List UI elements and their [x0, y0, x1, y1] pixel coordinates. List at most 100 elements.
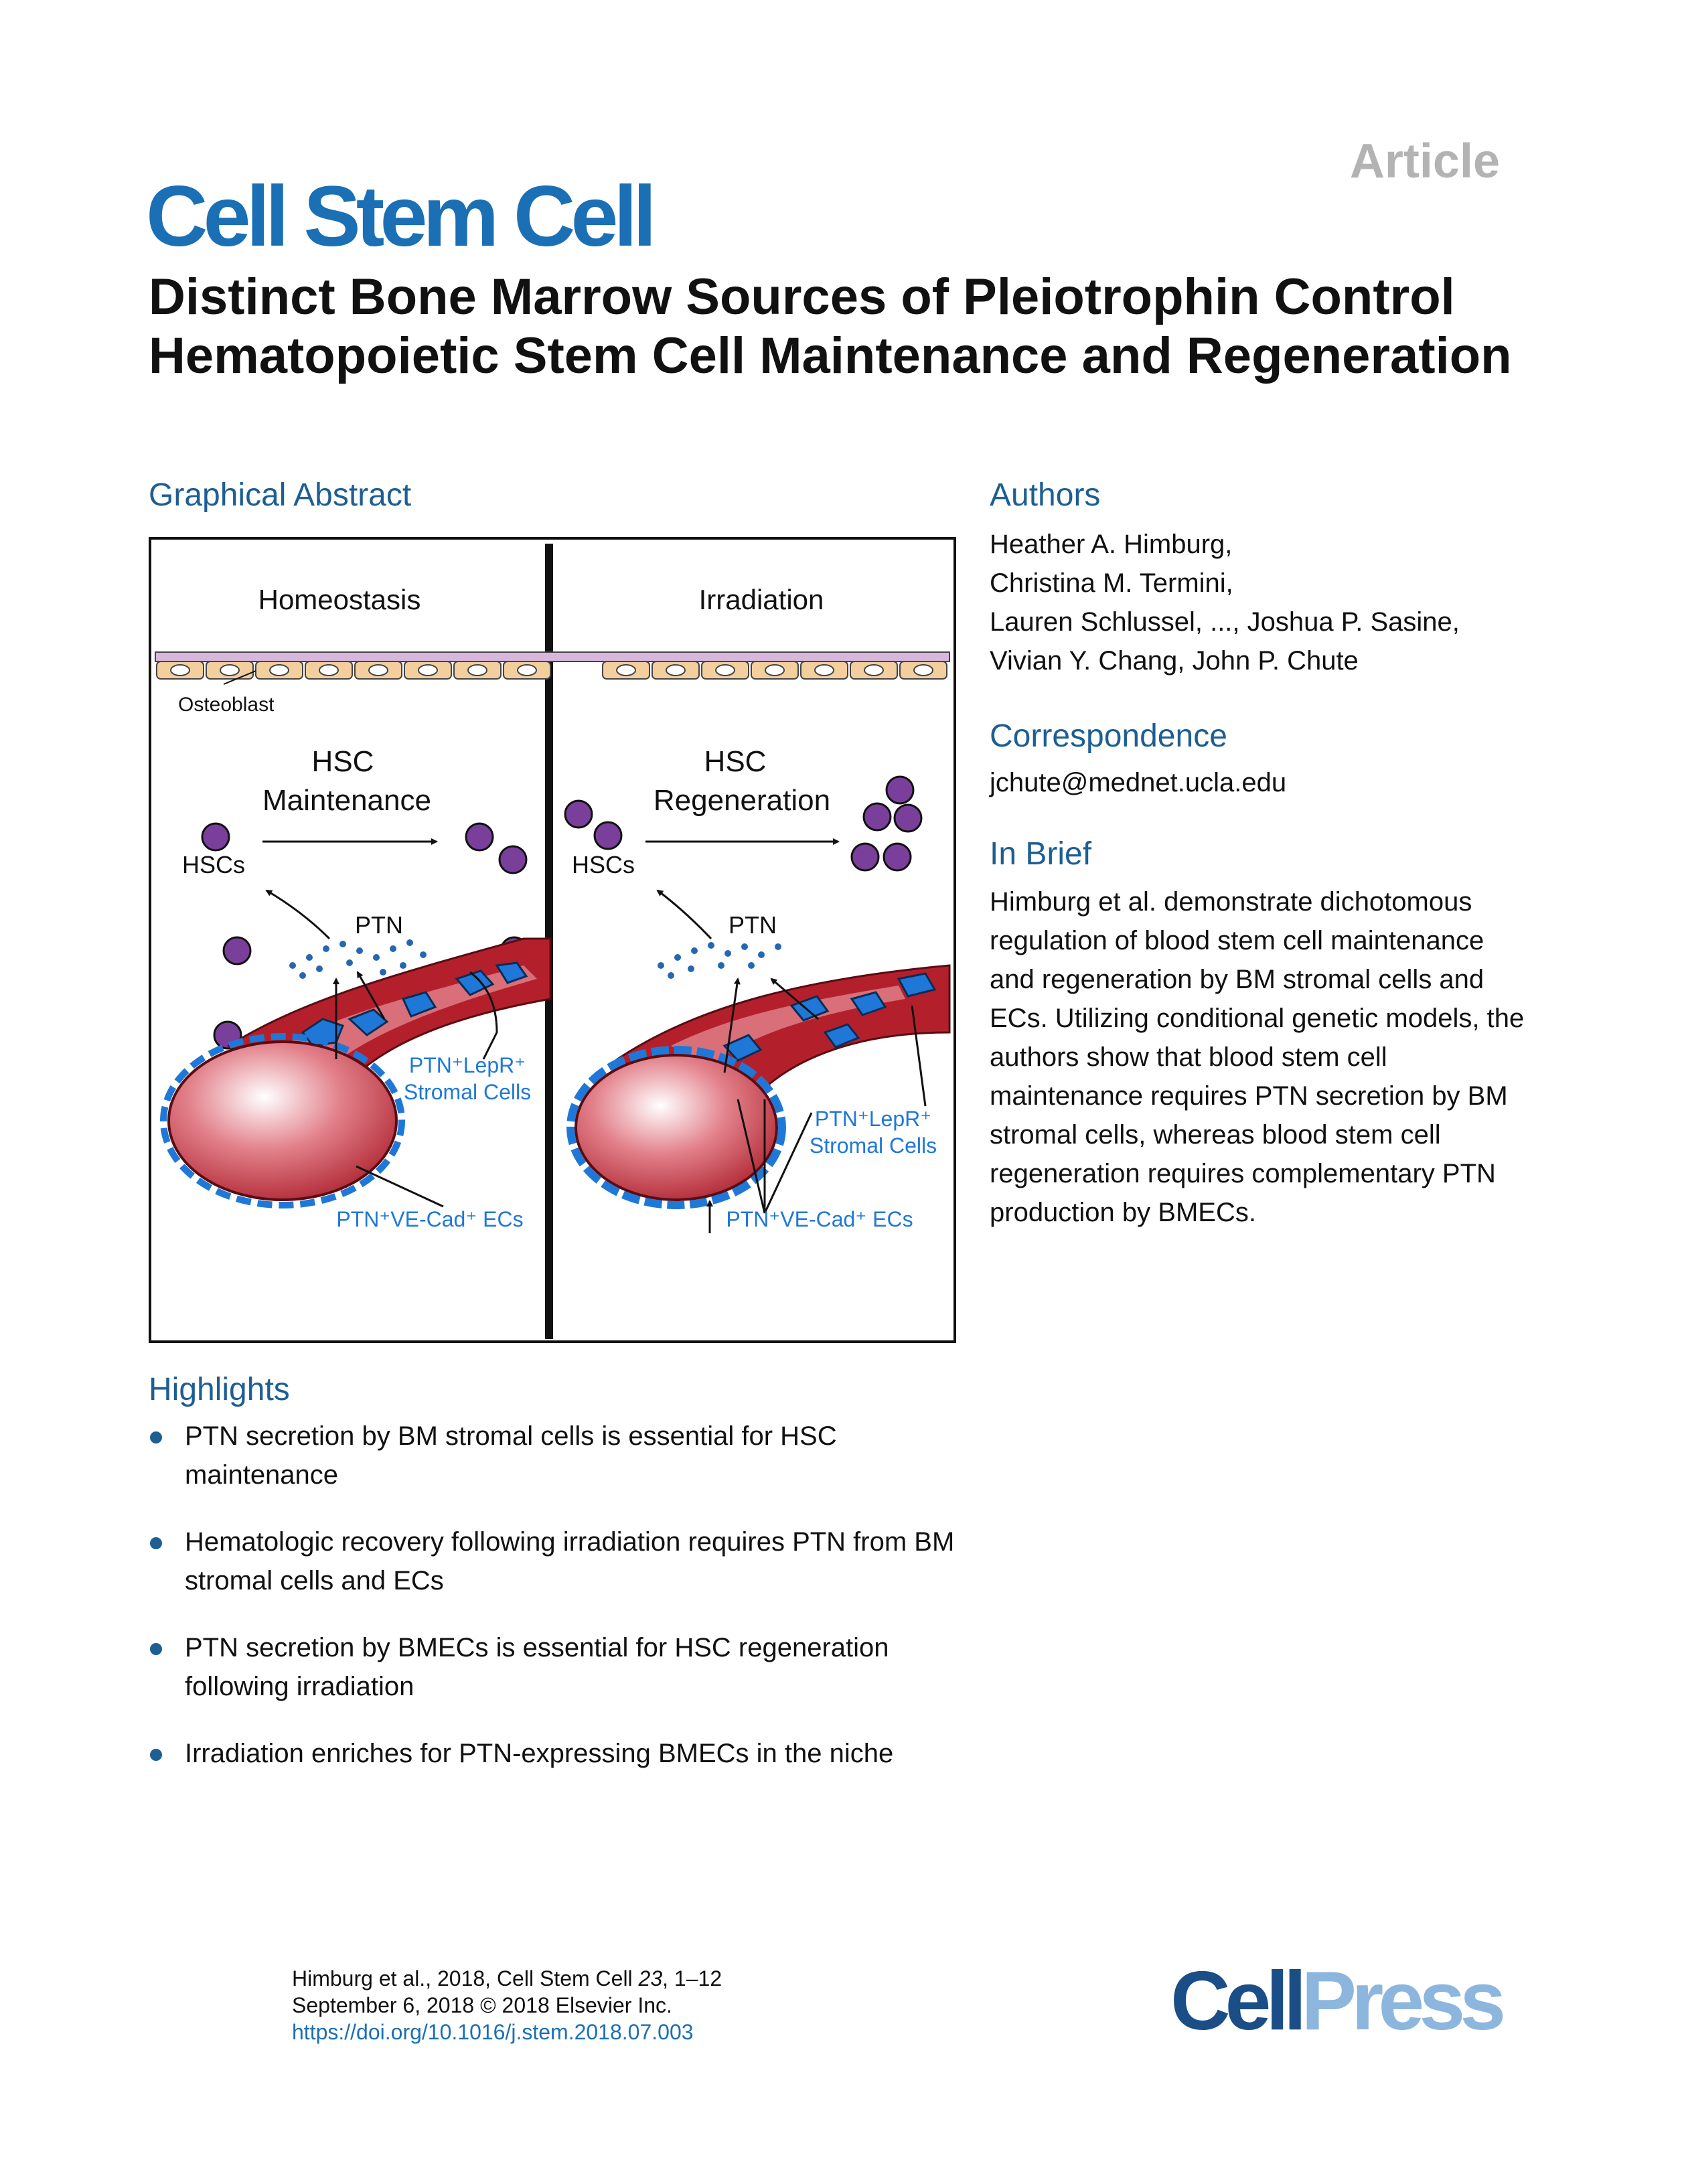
hsc-cell: [862, 802, 892, 832]
ecs-pointer-right-1: [737, 1099, 766, 1214]
endothelial-ring-right: [566, 1046, 786, 1209]
hsc-cell: [593, 821, 623, 850]
hscs-label-right: HSCs: [572, 851, 635, 878]
cellpress-logo-cell: Cell: [1170, 1955, 1306, 2047]
highlight-item: PTN secretion by BM stromal cells is ess…: [149, 1417, 972, 1494]
ptn-dot: [691, 947, 698, 954]
ptn-label-left: PTN: [355, 911, 403, 939]
graphical-abstract-figure: Homeostasis Irradiation Osteoblast HSC M…: [149, 537, 956, 1343]
correspondence-heading: Correspondence: [990, 718, 1227, 754]
stromal-label-left-line2: Stromal Cells: [404, 1080, 531, 1104]
journal-logo: Cell Stem Cell: [146, 169, 657, 264]
author-line[interactable]: Heather A. Himburg,: [990, 530, 1233, 559]
ptn-dot: [668, 972, 674, 979]
osteoblast-nucleus: [220, 664, 240, 676]
ecs-label-left: PTN⁺VE-Cad⁺ ECs: [336, 1207, 523, 1231]
ptn-dot: [306, 954, 313, 961]
cellpress-logo-press: Press: [1301, 1955, 1506, 2047]
graphical-abstract-heading: Graphical Abstract: [149, 477, 412, 513]
cellpress-logo: CellPress: [1170, 1954, 1506, 2049]
ptn-molecules: [289, 939, 781, 979]
highlights-heading: Highlights: [149, 1372, 290, 1407]
hsc-cell: [883, 842, 912, 872]
osteoblast-nucleus: [715, 664, 735, 676]
irradiation-title: Irradiation: [699, 584, 824, 615]
ptn-dot: [356, 947, 363, 954]
osteoblast-label: Osteoblast: [178, 694, 275, 716]
hsc-cell: [498, 845, 528, 874]
hsc-cell: [201, 822, 230, 852]
ptn-dot: [724, 950, 731, 957]
citation-date: September 6, 2018 © 2018 Elsevier Inc.: [292, 1993, 672, 2017]
highlight-item: Irradiation enriches for PTN-expressing …: [149, 1734, 972, 1773]
highlight-item: PTN secretion by BMECs is essential for …: [149, 1628, 972, 1706]
stromal-cells-right: [722, 972, 937, 1062]
stromal-cell: [401, 991, 437, 1018]
osteoblast-nucleus: [368, 664, 388, 676]
ptn-dot: [406, 939, 413, 946]
stromal-label-right-line2: Stromal Cells: [810, 1134, 937, 1158]
stromal-pointer-right-3: [911, 1005, 927, 1107]
in-brief-text: Himburg et al. demonstrate dichotomous r…: [990, 887, 1525, 1227]
stromal-label-right-line1: PTN⁺LepR⁺: [815, 1107, 931, 1131]
authors-heading: Authors: [990, 477, 1101, 513]
stromal-cell: [789, 995, 830, 1022]
ptn-dot: [420, 951, 427, 958]
stromal-cell: [850, 991, 887, 1016]
ptn-dot: [373, 954, 380, 961]
ptn-dot: [708, 942, 714, 949]
blood-vessel-left: [160, 937, 552, 1208]
paper-title: Distinct Bone Marrow Sources of Pleiotro…: [149, 268, 1512, 384]
author-line[interactable]: Lauren Schlussel, ..., Joshua P. Sasine,: [990, 607, 1460, 637]
ptn-dot: [718, 962, 724, 969]
osteoblast-nucleus: [517, 664, 537, 676]
stromal-pointer-left-3: [469, 971, 498, 1060]
ptn-dot: [316, 965, 323, 972]
citation-text: Himburg et al., 2018, Cell Stem Cell: [292, 1966, 639, 1991]
ptn-to-hsc-arrow-left: [265, 889, 331, 940]
stromal-cell: [348, 1008, 389, 1036]
citation-volume: 23: [638, 1966, 663, 1991]
osteoblast-nucleus: [864, 664, 884, 676]
vessel-lumen-left: [167, 1040, 398, 1201]
osteoblast-nucleus: [913, 664, 933, 676]
stromal-cell: [823, 1023, 860, 1048]
hsc-maintenance-label-line1: HSC: [312, 745, 374, 778]
correspondence-email-link[interactable]: jchute@mednet.ucla.edu: [990, 768, 1287, 797]
hsc-cell: [885, 775, 915, 805]
ecs-label-right: PTN⁺VE-Cad⁺ ECs: [726, 1207, 913, 1231]
ptn-dot: [758, 951, 765, 958]
homeostasis-title: Homeostasis: [258, 584, 421, 615]
hsc-cell: [893, 803, 923, 833]
ptn-dot: [741, 943, 748, 950]
osteoblast-nucleus: [814, 664, 834, 676]
stromal-pointer-right-2: [770, 978, 819, 1020]
ptn-dot: [674, 954, 681, 961]
vessel-lumen-right: [575, 1054, 778, 1201]
endosteal-membrane: [155, 651, 950, 662]
ptn-dot: [688, 965, 694, 972]
doi-link[interactable]: https://doi.org/10.1016/j.stem.2018.07.0…: [292, 2020, 694, 2044]
hsc-regeneration-label-line1: HSC: [704, 745, 767, 778]
stromal-cells-left: [301, 961, 528, 1047]
ptn-dot: [323, 945, 329, 952]
highlights-list: PTN secretion by BM stromal cells is ess…: [149, 1417, 972, 1801]
citation-pages: , 1–12: [662, 1966, 722, 1991]
osteoblast-nucleus: [269, 664, 289, 676]
author-line[interactable]: Vivian Y. Chang, John P. Chute: [990, 646, 1359, 676]
osteoblast-nucleus: [765, 664, 785, 676]
stromal-cell: [495, 961, 528, 984]
ecs-pointer-right-3: [763, 1112, 813, 1214]
ptn-to-hsc-arrow-right: [656, 889, 712, 940]
hsc-cell: [222, 936, 252, 965]
ptn-dot: [299, 972, 306, 979]
osteoblast-layer: [156, 661, 947, 680]
hsc-cells: [201, 775, 923, 1050]
blood-vessel-right: [566, 964, 951, 1209]
ptn-dot: [658, 962, 664, 969]
ptn-dot: [748, 962, 755, 969]
author-line[interactable]: Christina M. Termini,: [990, 568, 1233, 598]
ptn-dot: [346, 959, 353, 966]
stromal-cell: [722, 1034, 763, 1062]
article-type-label: Article: [1349, 135, 1500, 188]
